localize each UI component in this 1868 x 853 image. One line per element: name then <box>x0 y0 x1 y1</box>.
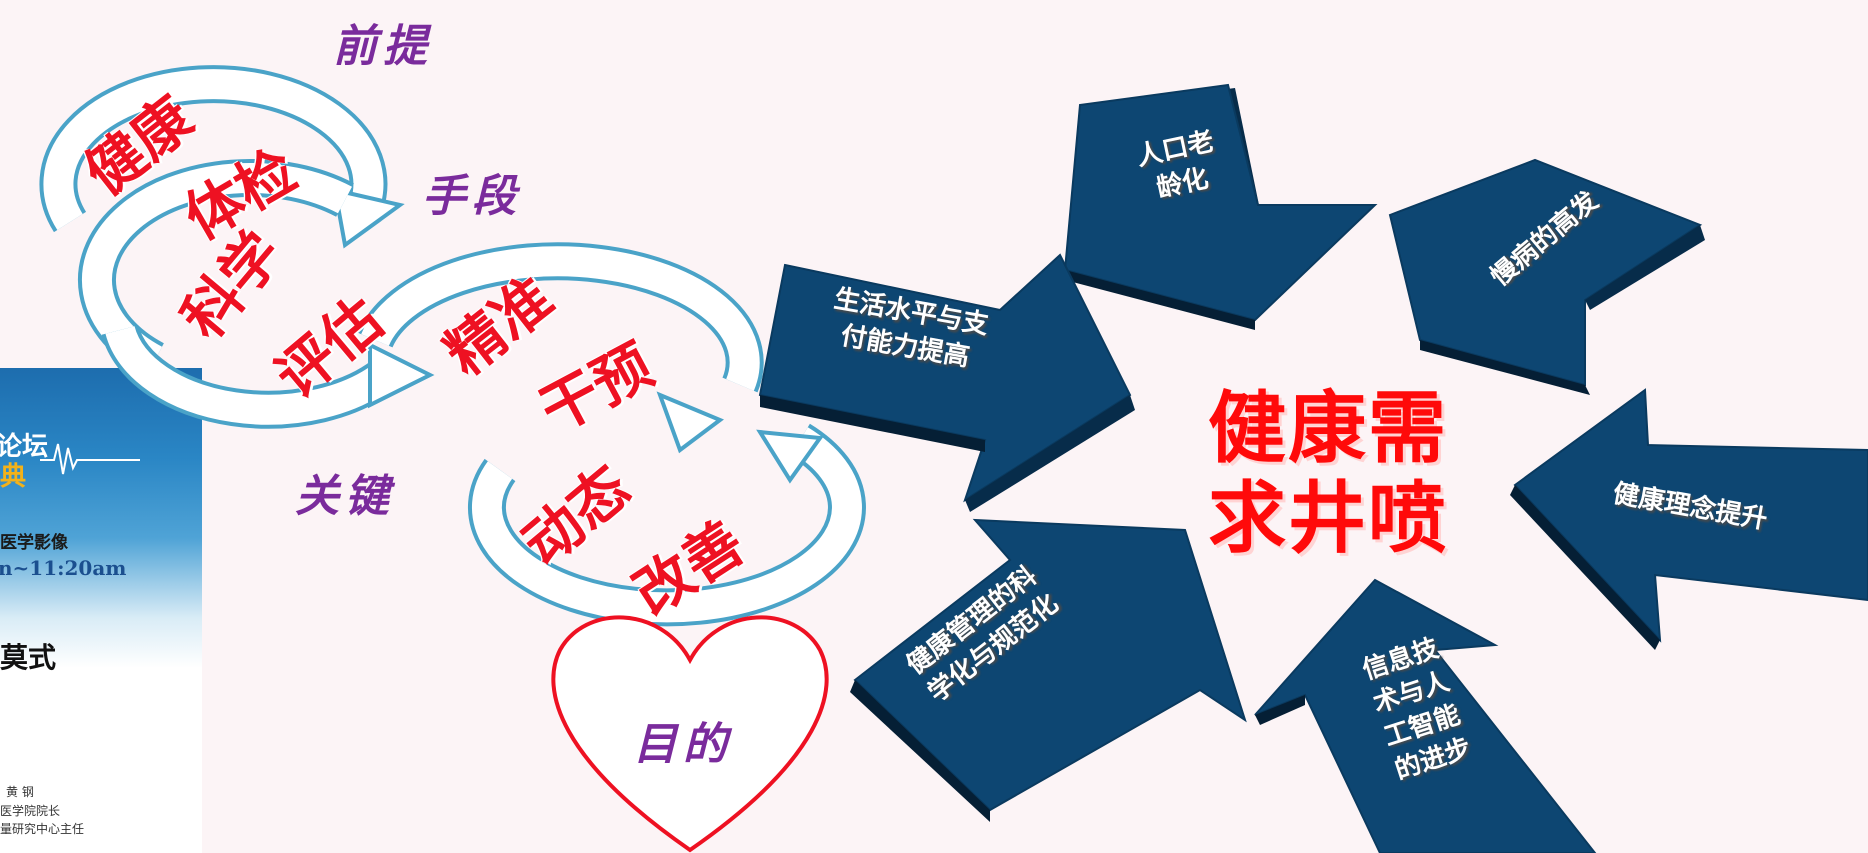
poster-speaker-name: 黄 钢 <box>6 785 34 799</box>
center-title-line: 求井喷 <box>1208 473 1449 564</box>
center-title-line: 健康需 <box>1208 384 1449 474</box>
event-poster: 论坛 典 医学影像 n~11:20am 莫式 黄 钢 医学院院长 量研究中心主任 <box>0 368 202 853</box>
label-premise: 前提 <box>333 21 433 72</box>
cycle-ring-4 <box>467 423 866 627</box>
poster-speaker-title: 医学院院长 <box>0 804 61 818</box>
poster-ceremony-text: 典 <box>0 462 27 492</box>
arrow-aging <box>1063 83 1378 330</box>
heart-icon <box>551 615 829 853</box>
arrow-living <box>758 253 1135 512</box>
cycle-ring-1 <box>39 65 405 249</box>
label-goal: 目的 <box>633 719 733 770</box>
arrow-concept <box>1510 388 1868 650</box>
arrow-tech <box>1254 578 1597 853</box>
poster-time: n~11:20am <box>0 556 127 580</box>
arrow-chronic <box>1388 158 1705 395</box>
label-key: 关键 <box>295 471 395 522</box>
label-means: 手段 <box>422 171 522 222</box>
poster-mode: 莫式 <box>0 641 57 674</box>
cycle-ring-2 <box>78 158 435 429</box>
poster-forum-text: 论坛 <box>0 432 49 462</box>
arrow-management <box>850 518 1247 822</box>
poster-topic: 医学影像 <box>0 533 68 553</box>
poster-speaker-title: 量研究中心主任 <box>0 822 85 836</box>
cycle-ring-3 <box>357 242 764 454</box>
center-title: 健康需 求井喷 <box>1208 384 1449 564</box>
pulse-line-icon <box>40 443 140 475</box>
